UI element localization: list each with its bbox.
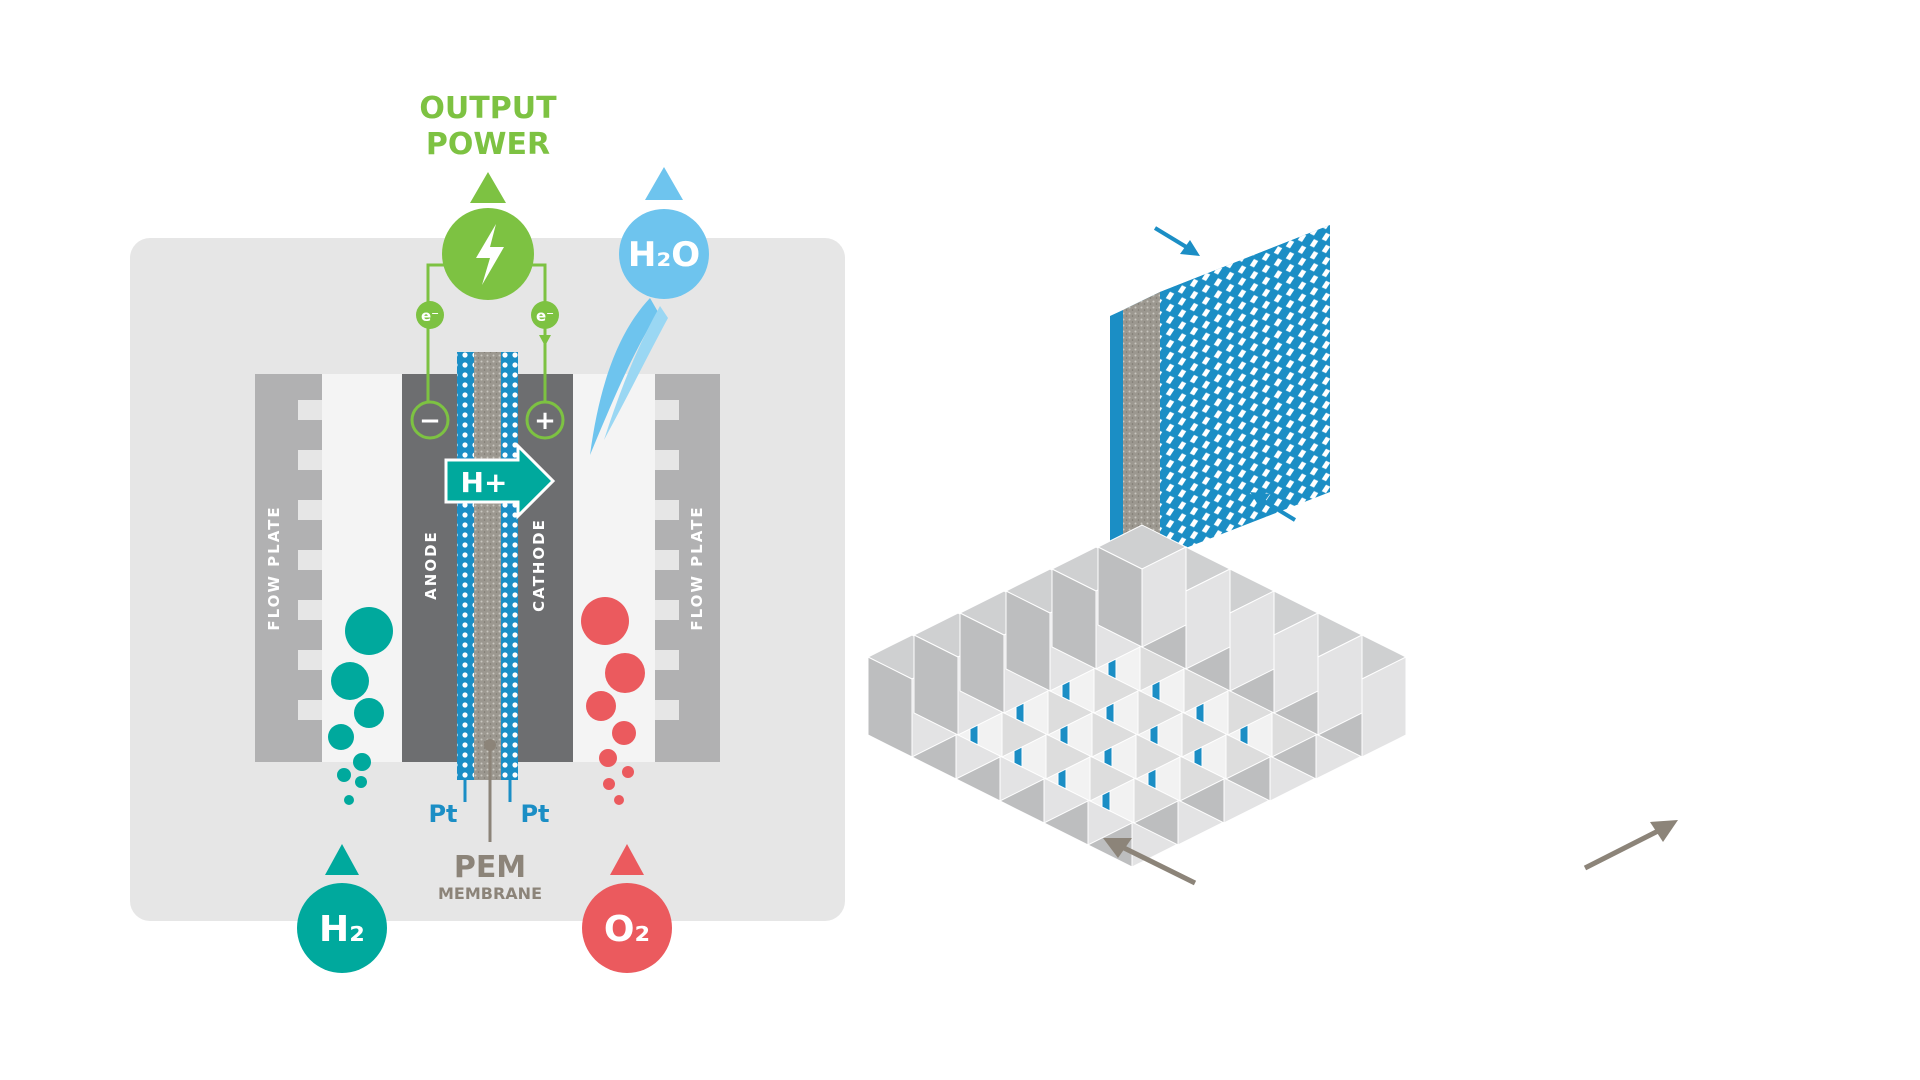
oxygen-bubbles bbox=[581, 597, 645, 805]
arrow-icon bbox=[1103, 838, 1132, 858]
catalyst-layer-cathode bbox=[501, 352, 518, 780]
membrane-assembly bbox=[457, 352, 518, 780]
flow-plate-right: FLOW PLATE bbox=[573, 374, 720, 762]
pem-membrane bbox=[474, 352, 501, 780]
panel-side bbox=[1123, 292, 1160, 576]
pem-label: PEM bbox=[454, 850, 526, 885]
stack-arrow-right bbox=[1583, 820, 1678, 871]
plus-sign: + bbox=[534, 406, 556, 436]
water-output: H₂O bbox=[590, 167, 709, 455]
svg-text:Pt: Pt bbox=[428, 800, 457, 828]
membrane-label: MEMBRANE bbox=[438, 884, 542, 903]
pt-right: Pt bbox=[508, 780, 550, 828]
stack-cube-right bbox=[1141, 546, 1187, 648]
stack-arrow-left bbox=[1103, 838, 1197, 886]
pt-left: Pt bbox=[428, 780, 467, 828]
cathode-label: CATHODE bbox=[530, 518, 548, 612]
arrow-down-icon bbox=[539, 335, 551, 346]
electron-left: e⁻ bbox=[416, 301, 444, 329]
anode-label: ANODE bbox=[422, 530, 440, 600]
panel-face bbox=[1160, 225, 1330, 558]
arrow-up-icon bbox=[645, 167, 683, 200]
panel-side-edge bbox=[1110, 310, 1123, 582]
arrow-up-icon bbox=[470, 172, 506, 203]
fuel-cell-stack bbox=[866, 524, 1408, 868]
h2o-label: H₂O bbox=[628, 235, 700, 275]
arrow-icon bbox=[1153, 226, 1190, 250]
arrow-up-icon bbox=[610, 844, 644, 875]
flow-plate-left: FLOW PLATE bbox=[255, 374, 402, 762]
arrow-icon bbox=[1260, 498, 1297, 522]
cathode-terminal: + bbox=[525, 400, 565, 440]
membrane-panel-isometric bbox=[1110, 225, 1330, 582]
anode-terminal: − bbox=[410, 400, 450, 440]
o2-label: O₂ bbox=[604, 909, 650, 950]
pem-label-group: PEM MEMBRANE bbox=[438, 739, 542, 903]
svg-text:Pt: Pt bbox=[520, 800, 549, 828]
output-power-line1: OUTPUT bbox=[419, 91, 557, 126]
catalyst-layer-anode bbox=[457, 352, 474, 780]
proton-arrow: H+ bbox=[444, 442, 556, 520]
hydrogen-bubbles bbox=[328, 607, 393, 805]
electron-right: e⁻ bbox=[531, 301, 559, 346]
water-vapor bbox=[590, 298, 658, 455]
o2-circle bbox=[582, 883, 672, 973]
oxygen-input: O₂ bbox=[582, 844, 672, 973]
svg-text:e⁻: e⁻ bbox=[421, 307, 439, 325]
output-power: OUTPUT POWER bbox=[419, 91, 557, 300]
flow-plate-right-label: FLOW PLATE bbox=[688, 505, 706, 630]
arrow-up-icon bbox=[325, 844, 359, 875]
h2o-circle bbox=[619, 209, 709, 299]
flow-plate-left-label: FLOW PLATE bbox=[265, 505, 283, 630]
h2-label: H₂ bbox=[319, 909, 365, 950]
output-power-line2: POWER bbox=[426, 127, 550, 162]
svg-text:e⁻: e⁻ bbox=[536, 307, 554, 325]
minus-sign: − bbox=[419, 406, 441, 436]
lightning-bolt-icon bbox=[476, 224, 504, 285]
h2-circle bbox=[297, 883, 387, 973]
hydrogen-input: H₂ bbox=[297, 844, 387, 973]
arrow-icon bbox=[1650, 820, 1678, 842]
proton-label: H+ bbox=[461, 466, 508, 499]
arrow-right-icon bbox=[444, 442, 556, 520]
